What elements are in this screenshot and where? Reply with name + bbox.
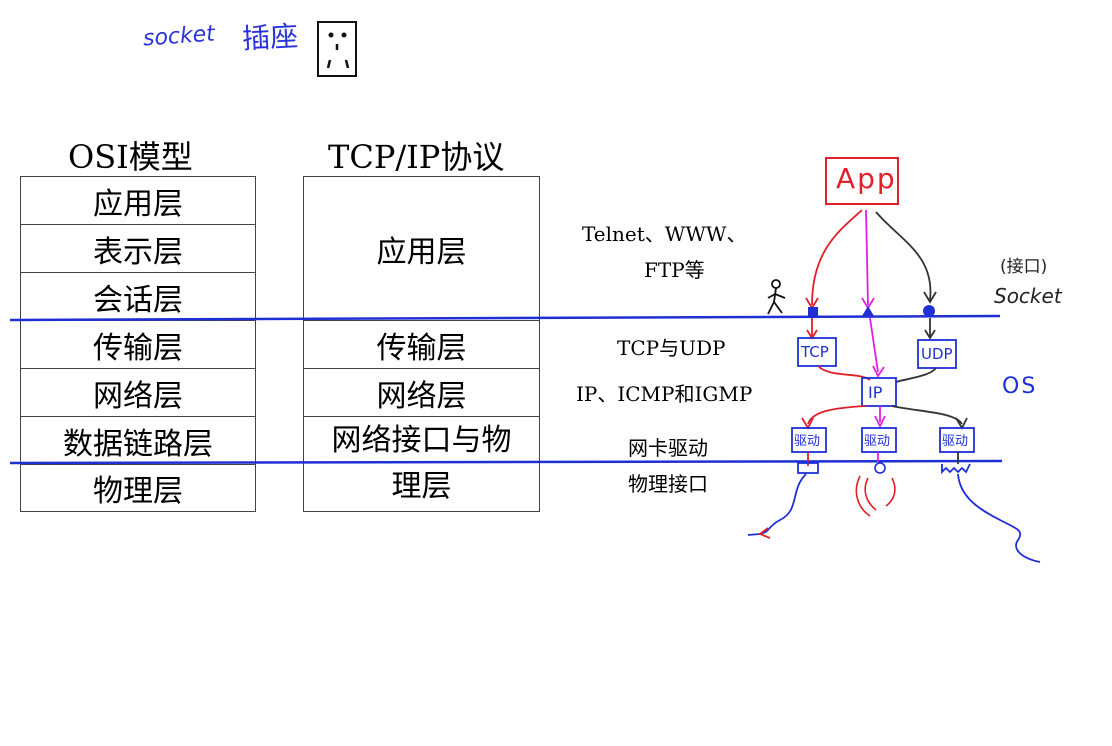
- protocols-link-line2: 物理接口: [628, 472, 708, 496]
- ip-box: [861, 377, 897, 407]
- osi-layer-application: 应用层: [20, 176, 256, 225]
- app-box: [825, 157, 899, 205]
- tcpip-title: TCP/IP协议: [328, 138, 505, 176]
- sketch-os-label: OS: [1002, 374, 1038, 399]
- os-boundary-line: [9, 459, 1003, 465]
- sketch-driver-label-1: 驱动: [794, 434, 821, 449]
- driver-box-2: [861, 427, 897, 453]
- sketch-app-label: App: [836, 162, 897, 195]
- protocols-application-line2: FTP等: [644, 258, 705, 282]
- osi-layer-network: 网络层: [20, 368, 256, 417]
- arrow-app-to-red-socket: [811, 209, 863, 306]
- protocols-network: IP、ICMP和IGMP: [576, 382, 753, 406]
- socket-square: [808, 307, 818, 317]
- sketch-ip-label: IP: [868, 383, 883, 402]
- protocols-transport: TCP与UDP: [617, 336, 726, 360]
- sketch-driver-label-2: 驱动: [864, 434, 891, 449]
- protocols-link-line1: 网卡驱动: [628, 436, 708, 460]
- right-cable: [957, 473, 1041, 563]
- osi-layer-datalink: 数据链路层: [20, 416, 256, 465]
- sketch-interface-label: (接口): [1000, 257, 1048, 277]
- driver-box-1: [791, 427, 827, 453]
- sketch-driver-label-3: 驱动: [942, 434, 969, 449]
- tcpip-layer-transport: 传输层: [303, 320, 540, 369]
- socket-boundary-line: [9, 314, 1001, 322]
- tcp-box: [797, 337, 837, 367]
- wired-port-icon: [797, 462, 819, 474]
- tcpip-layer-link-line2: 理层: [391, 469, 452, 504]
- tcpip-layer-link: 网络接口与物 理层: [303, 416, 540, 512]
- arrow-app-to-dark-socket: [875, 211, 932, 301]
- osi-title: OSI模型: [68, 138, 193, 176]
- left-cable: [747, 473, 807, 536]
- wireless-icon: [855, 462, 896, 517]
- driver-box-3: [939, 427, 975, 453]
- socket-triangle: [862, 306, 874, 316]
- serial-port-icon: [941, 463, 971, 475]
- protocols-application-line1: Telnet、WWW、: [582, 222, 747, 246]
- tcpip-layer-link-line1: 网络接口与物: [331, 423, 512, 458]
- osi-layer-physical: 物理层: [20, 464, 256, 512]
- osi-layer-transport: 传输层: [20, 320, 256, 369]
- udp-box: [917, 339, 957, 369]
- socket-circle: [923, 305, 935, 317]
- sketch-tcp-label: TCP: [801, 343, 829, 361]
- osi-layer-session: 会话层: [20, 272, 256, 321]
- tcpip-layer-application: 应用层: [303, 176, 540, 321]
- stick-figure-icon: [767, 279, 786, 315]
- sketch-udp-label: UDP: [921, 345, 953, 363]
- sketch-socket-label: Socket: [994, 284, 1062, 308]
- arrow-app-to-magenta-socket: [865, 209, 869, 306]
